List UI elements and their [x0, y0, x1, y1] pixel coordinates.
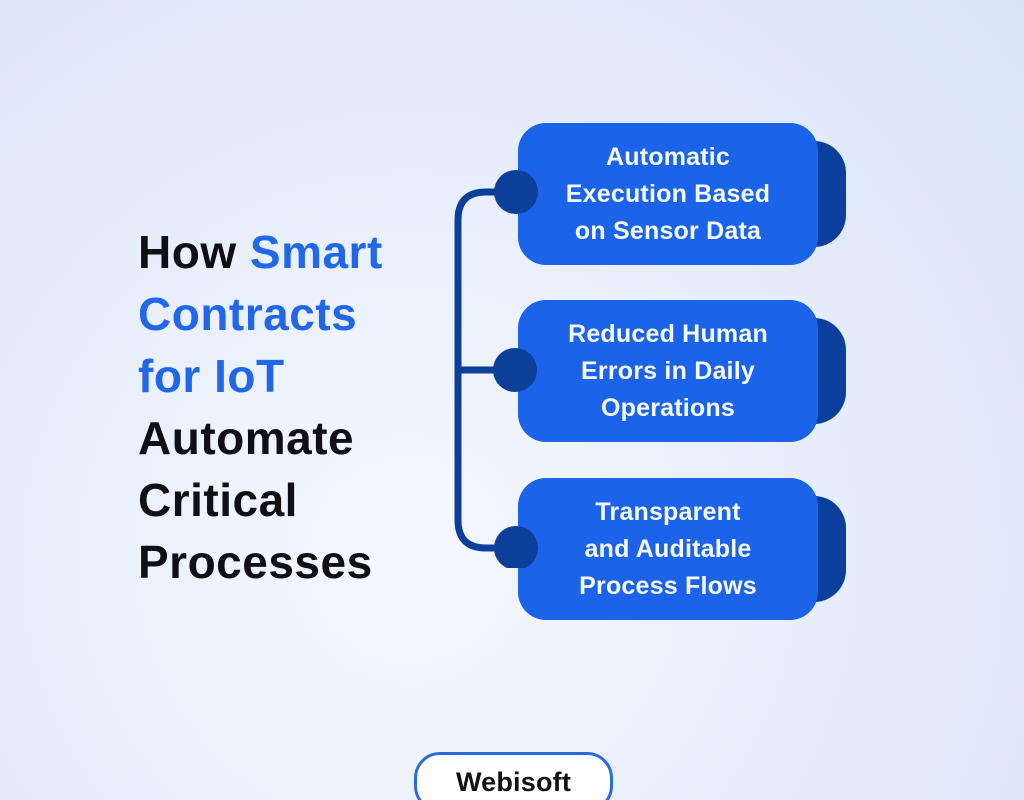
title-line: Automate — [138, 407, 468, 469]
title-line: Contracts — [138, 283, 468, 345]
benefit-card-reduced-errors: Reduced Human Errors in Daily Operations — [518, 300, 846, 442]
benefit-card-transparent-flows: Transparent and Auditable Process Flows — [518, 478, 846, 620]
title-segment: How — [138, 226, 250, 278]
card-text-line: Execution Based — [565, 179, 771, 208]
card-accent-tab — [766, 141, 846, 247]
card-text-line: Operations — [601, 393, 735, 422]
connector-node-1 — [494, 170, 538, 214]
title-segment-highlight: for IoT — [138, 350, 285, 402]
card-text-line: Automatic — [605, 142, 731, 171]
brand-badge: Webisoft — [414, 752, 613, 800]
title-line: for IoT — [138, 345, 468, 407]
card-text-line: Errors in Daily — [581, 356, 755, 385]
title-line: Processes — [138, 531, 468, 593]
title-segment-highlight: Smart — [249, 226, 383, 278]
card-accent-tab — [766, 318, 846, 424]
card-text-line: on Sensor Data — [574, 216, 762, 245]
title-line: Critical — [138, 469, 468, 531]
title-line: How Smart — [138, 221, 468, 283]
card-text-line: Reduced Human — [568, 319, 768, 348]
title-segment: Processes — [138, 536, 373, 588]
connector-tree — [454, 170, 538, 568]
benefit-card-automatic-execution: Automatic Execution Based on Sensor Data — [518, 123, 846, 265]
title-segment-highlight: Contracts — [138, 288, 358, 340]
connector-node-2 — [493, 348, 537, 392]
page-title: How Smart Contracts for IoT Automate Cri… — [138, 221, 468, 593]
title-segment: Critical — [138, 474, 298, 526]
card-text-line: Transparent — [595, 497, 741, 526]
brand-name: Webisoft — [455, 766, 572, 797]
card-text-line: Process Flows — [579, 571, 757, 600]
card-accent-tab — [766, 496, 846, 602]
card-text-line: and Auditable — [584, 534, 752, 563]
title-segment: Automate — [138, 412, 355, 464]
connector-node-3 — [494, 526, 538, 568]
